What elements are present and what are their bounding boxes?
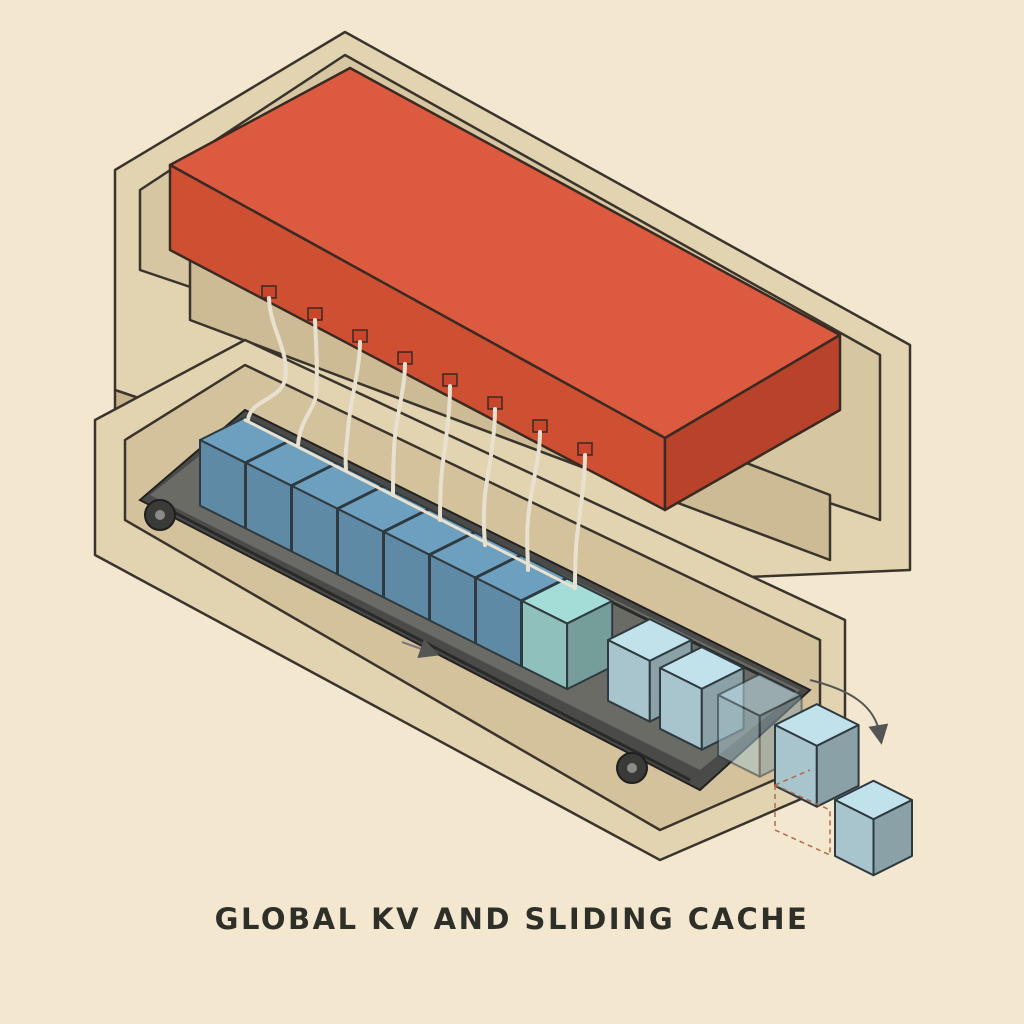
tap-wires bbox=[243, 296, 587, 590]
belt-direction-arrow bbox=[401, 639, 440, 659]
cache-cube bbox=[521, 577, 614, 691]
figure-caption: GLOBAL KV AND SLIDING CACHE bbox=[214, 902, 810, 936]
exiting-cube bbox=[774, 703, 860, 808]
eviction-arrow bbox=[809, 679, 889, 745]
cache-cubes bbox=[199, 416, 913, 877]
kv-taps bbox=[261, 285, 593, 456]
evicted-cube-outline bbox=[774, 769, 831, 857]
evicted-cube bbox=[834, 779, 913, 877]
